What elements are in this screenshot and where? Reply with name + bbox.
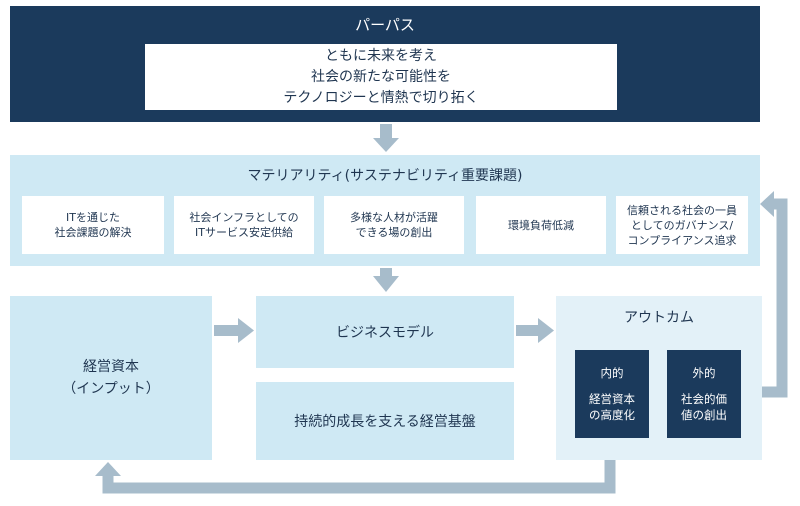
external-outcome-line: 社会的価: [681, 392, 727, 406]
management-foundation-box: 持続的成長を支える経営基盤: [256, 382, 514, 460]
materiality-item-line: コンプライアンス追求: [627, 233, 737, 247]
materiality-item-line: としてのガバナンス/: [630, 218, 734, 232]
arrow-business-to-outcome-shaft: [516, 325, 540, 336]
purpose-statement: ともに未来を考え 社会の新たな可能性を テクノロジーと情熱で切り拓く: [145, 44, 617, 110]
materiality-item-line: できる場の創出: [355, 226, 433, 239]
materiality-item-line: 社会インフラとしての: [189, 211, 299, 224]
capital-input-box: 経営資本 （インプット）: [10, 296, 212, 460]
materiality-title: マテリアリティ(サステナビリティ重要課題): [247, 168, 523, 184]
materiality-item-line: 多様な人材が活躍: [350, 211, 438, 224]
outcome-title: アウトカム: [624, 310, 694, 326]
internal-outcome-line: の高度化: [589, 408, 635, 422]
internal-outcome-head: 内的: [600, 366, 624, 380]
materiality-item: 環境負荷低減: [476, 196, 606, 254]
feedback-arrow-to-materiality: [744, 198, 788, 398]
feedback-arrow-to-materiality-head: [760, 191, 774, 217]
arrow-purpose-to-materiality: [380, 124, 392, 140]
materiality-item: 信頼される社会の一員 としてのガバナンス/ コンプライアンス追求: [616, 196, 748, 254]
materiality-item-line: ITサービス安定供給: [195, 226, 293, 239]
arrow-purpose-to-materiality-head: [373, 138, 399, 152]
materiality-item: 社会インフラとしての ITサービス安定供給: [174, 196, 314, 254]
capital-sublabel: （インプット）: [62, 381, 160, 397]
purpose-line: テクノロジーと情熱で切り拓く: [283, 89, 479, 106]
arrow-business-to-outcome-head: [538, 318, 554, 343]
arrow-capital-to-business-shaft: [214, 325, 240, 336]
internal-outcome-box: 内的 経営資本 の高度化: [575, 350, 649, 438]
materiality-item-line: 信頼される社会の一員: [627, 203, 737, 217]
materiality-item: ITを通じた 社会課題の解決: [22, 196, 164, 254]
external-outcome-head: 外的: [692, 366, 716, 380]
purpose-line: ともに未来を考え: [325, 47, 437, 64]
business-model-box: ビジネスモデル: [256, 296, 514, 368]
arrow-materiality-to-business-shaft: [380, 268, 392, 278]
materiality-item-line: ITを通じた: [66, 211, 120, 224]
feedback-arrow-to-capital-head: [95, 462, 121, 476]
materiality-item: 多様な人材が活躍 できる場の創出: [324, 196, 464, 254]
external-outcome-line: 値の創出: [681, 408, 727, 422]
capital-label: 経営資本: [83, 359, 139, 375]
materiality-item-line: 環境負荷低減: [508, 218, 574, 232]
purpose-title: パーパス: [355, 15, 415, 34]
arrow-capital-to-business-head: [238, 318, 254, 343]
external-outcome-box: 外的 社会的価 値の創出: [667, 350, 741, 438]
arrow-materiality-to-business-head: [373, 276, 399, 292]
purpose-line: 社会の新たな可能性を: [311, 68, 451, 85]
internal-outcome-line: 経営資本: [589, 392, 635, 406]
materiality-item-line: 社会課題の解決: [54, 226, 132, 239]
feedback-arrow-to-capital: [102, 440, 616, 494]
